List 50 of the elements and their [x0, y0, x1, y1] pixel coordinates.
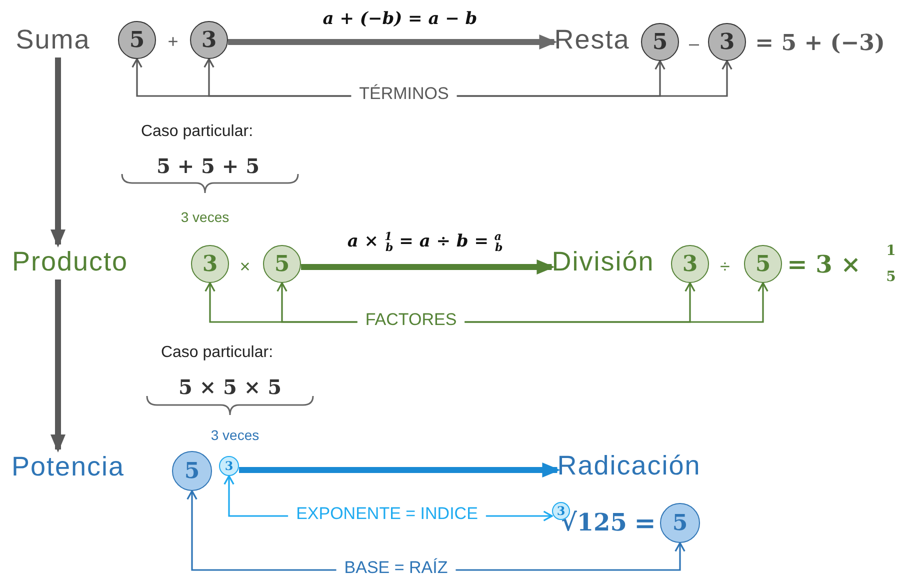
arrow	[50, 280, 66, 452]
section-title: Resta	[554, 24, 630, 56]
number-circle: 3	[671, 245, 709, 283]
term-label: TÉRMINOS	[351, 84, 457, 104]
number-circle: 3	[219, 456, 239, 476]
section-title: Potencia	[11, 452, 125, 482]
arrow	[301, 260, 555, 274]
term-label: FACTORES	[357, 310, 465, 330]
leader-line	[224, 475, 288, 517]
leader-line	[186, 490, 336, 571]
operator: ×	[240, 256, 250, 278]
section-title: Radicación	[557, 450, 701, 482]
term-label: BASE = RAÍZ	[336, 558, 456, 578]
number-circle: 3	[191, 245, 229, 283]
number-circle: 3	[708, 23, 746, 61]
number-circle: 3	[190, 21, 228, 59]
operator: Caso particular:	[160, 344, 274, 362]
formula: a + (−b) = a − b	[322, 9, 478, 29]
leader-line	[464, 282, 768, 323]
math-expression: 5 + 5 + 5	[156, 154, 260, 178]
number-circle: 5	[660, 503, 700, 543]
number-circle: 5	[172, 451, 212, 491]
section-title: Producto	[12, 246, 128, 278]
math-expression: =	[634, 509, 656, 539]
leader-line	[276, 282, 358, 323]
section-title: Suma	[16, 24, 90, 56]
leader-line	[486, 510, 553, 522]
arrow	[50, 58, 66, 248]
term-label: EXPONENTE = INDICE	[288, 504, 486, 524]
number-circle: 5	[744, 245, 782, 283]
section-title: División	[552, 246, 654, 278]
operator: +	[168, 32, 178, 52]
arrow	[239, 462, 560, 478]
leader-line	[204, 58, 352, 97]
operator: 3 veces	[180, 209, 230, 225]
operator: Caso particular:	[140, 123, 254, 141]
arrow	[228, 34, 558, 50]
leader-line	[456, 60, 732, 97]
math-expression: 5	[886, 269, 896, 285]
math-expression: = 3 ×	[787, 250, 861, 278]
operator: ÷	[720, 256, 730, 278]
number-circle: 5	[263, 245, 301, 283]
operator: –	[689, 34, 699, 54]
math-expression: = 5 + (−3)	[755, 30, 885, 56]
math-expression: 5 × 5 × 5	[178, 375, 282, 399]
math-expression: 1	[886, 243, 896, 259]
leader-line	[456, 542, 686, 571]
operator: 3 veces	[210, 427, 260, 443]
number-circle: 5	[118, 21, 156, 59]
number-circle: 5	[641, 23, 679, 61]
